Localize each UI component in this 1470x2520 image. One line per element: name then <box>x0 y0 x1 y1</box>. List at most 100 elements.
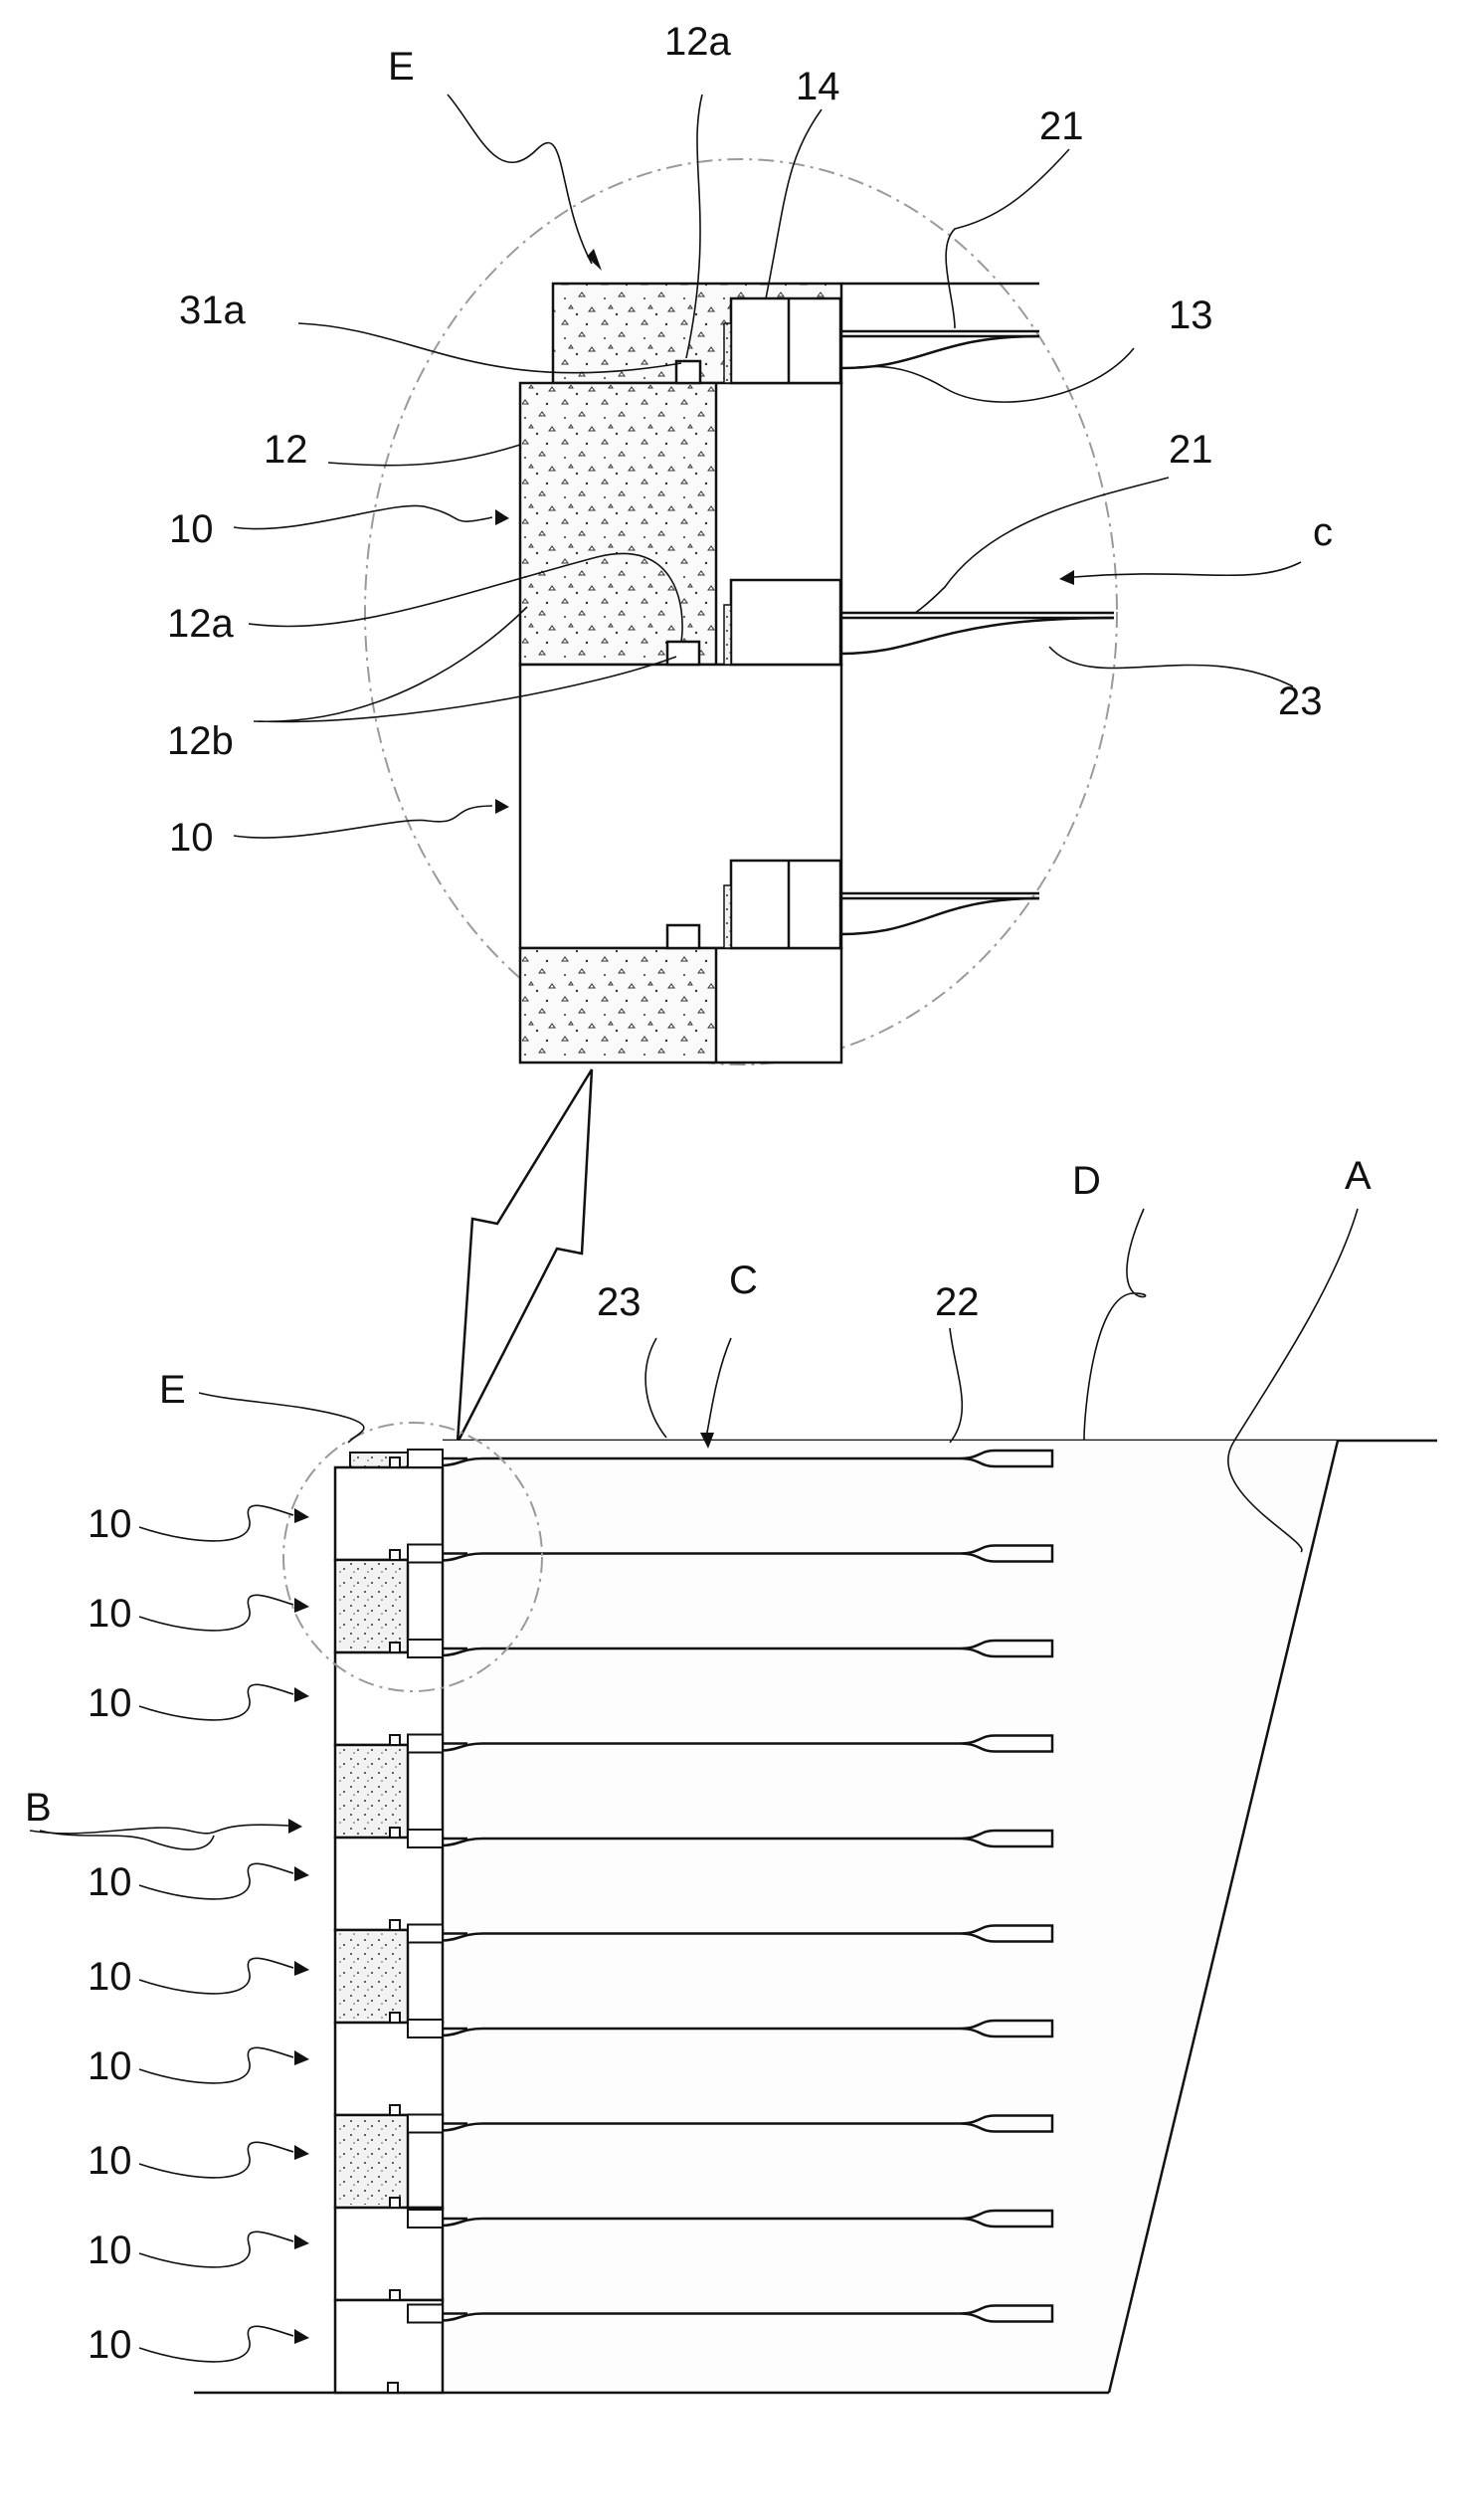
leader-E <box>447 94 593 265</box>
panel-key <box>389 1919 401 1931</box>
panel-concrete-fill <box>338 1748 406 1835</box>
strip-body <box>442 2019 1054 2038</box>
anchor-strip <box>407 2209 1054 2229</box>
strip-connector <box>407 2303 444 2324</box>
strip-body <box>442 1924 1054 1943</box>
anchor-strip <box>407 1449 1054 1468</box>
leader-arrowhead <box>294 2329 309 2344</box>
strip-connector <box>407 1733 444 1754</box>
label-10-overview: 10 <box>88 2229 132 2272</box>
strip-mid <box>840 611 1115 656</box>
label-E-detail: E <box>388 45 415 89</box>
zoom-arrow <box>456 1068 594 1444</box>
panel-key <box>389 1456 401 1468</box>
panel-key <box>389 1734 401 1746</box>
wall-panel <box>333 1650 445 1747</box>
leader-arrowhead <box>294 1508 309 1523</box>
label-10-overview: 10 <box>88 2323 132 2367</box>
strip-connector <box>407 2209 444 2229</box>
panel-concrete-fill <box>338 2118 406 2205</box>
label-21-top: 21 <box>1039 104 1084 148</box>
label-10-overview: 10 <box>88 1955 132 1999</box>
strip-connector <box>407 1829 444 1848</box>
strip-body <box>442 1829 1054 1848</box>
key-12a-mid <box>665 640 701 667</box>
anchor-strip <box>407 2303 1054 2324</box>
anchor-strip <box>407 1829 1054 1848</box>
panel-key <box>389 1642 401 1653</box>
strip-connector <box>407 2113 444 2134</box>
label-D: D <box>1072 1159 1101 1203</box>
strip-body <box>442 1734 1054 1753</box>
panel-key <box>389 1827 401 1839</box>
detail-view <box>233 94 1302 1066</box>
detail-ellipse <box>364 158 1118 1066</box>
leader-arrowhead <box>294 1687 309 1702</box>
leader-10 <box>138 2141 294 2179</box>
anchor-strips <box>407 1449 1054 2324</box>
leader-10 <box>138 1862 294 1900</box>
label-E-overview: E <box>159 1368 186 1412</box>
strip-connector <box>407 1543 444 1564</box>
label-10-overview: 10 <box>88 2139 132 2183</box>
strip-connector <box>407 1639 444 1658</box>
label-12a-top: 12a <box>664 20 731 64</box>
panel-key <box>389 1549 401 1561</box>
label-14: 14 <box>796 65 840 108</box>
leader-10 <box>138 2046 294 2084</box>
label-10-detail-b: 10 <box>169 816 214 860</box>
anchor-strip <box>407 1639 1054 1658</box>
strip-body <box>442 2209 1054 2229</box>
strip-body <box>442 2114 1054 2133</box>
strip-body <box>442 2304 1054 2323</box>
anchor-strip <box>407 1923 1054 1944</box>
leader-10 <box>138 1594 294 1632</box>
leader-arrowhead <box>294 1598 309 1613</box>
label-31a: 31a <box>179 289 246 332</box>
strip-body <box>442 1639 1054 1658</box>
label-12a-mid: 12a <box>167 602 234 646</box>
leader-10 <box>138 1683 294 1721</box>
strip-low <box>840 891 1040 936</box>
connector-mid <box>723 578 842 667</box>
strip-body <box>442 1544 1054 1563</box>
panel-key <box>389 2012 401 2024</box>
failure-plane <box>1107 1440 1340 2394</box>
label-10-overview: 10 <box>88 1681 132 1725</box>
label-22: 22 <box>935 1280 980 1324</box>
anchor-strip <box>407 2019 1054 2038</box>
key-12a-top <box>674 359 702 385</box>
anchor-strip <box>407 1733 1054 1754</box>
strip-top <box>840 329 1040 370</box>
panel-upper-concrete <box>522 385 716 663</box>
strip-connector <box>407 1923 444 1944</box>
leader-arrowhead <box>294 2145 309 2160</box>
anchor-strip <box>407 2113 1054 2134</box>
wall-panel <box>333 1836 445 1932</box>
leader-arrowhead <box>294 2050 309 2065</box>
strip-connector <box>407 1449 444 1468</box>
label-10-detail-a: 10 <box>169 507 214 551</box>
label-10-overview: 10 <box>88 2044 132 2088</box>
reinforced-fill <box>443 1441 1338 2393</box>
label-23-detail: 23 <box>1278 679 1323 723</box>
strip-body <box>442 1449 1054 1468</box>
wall-panels <box>333 1450 445 2395</box>
label-C: C <box>729 1259 758 1302</box>
label-A: A <box>1345 1154 1372 1198</box>
panel-concrete-fill <box>338 1933 406 2020</box>
strip-connector <box>407 2019 444 2038</box>
label-12: 12 <box>264 428 308 472</box>
panel-key <box>389 2289 401 2301</box>
anchor-strip <box>407 1543 1054 1564</box>
label-13: 13 <box>1169 293 1213 337</box>
label-c: c <box>1313 510 1333 554</box>
leader-10 <box>138 2230 294 2268</box>
panel-key <box>389 2104 401 2116</box>
leader-arrowhead <box>294 1961 309 1976</box>
overview-ellipse <box>282 1422 543 1692</box>
label-12b: 12b <box>167 719 234 763</box>
leader-arrowhead <box>294 2234 309 2249</box>
